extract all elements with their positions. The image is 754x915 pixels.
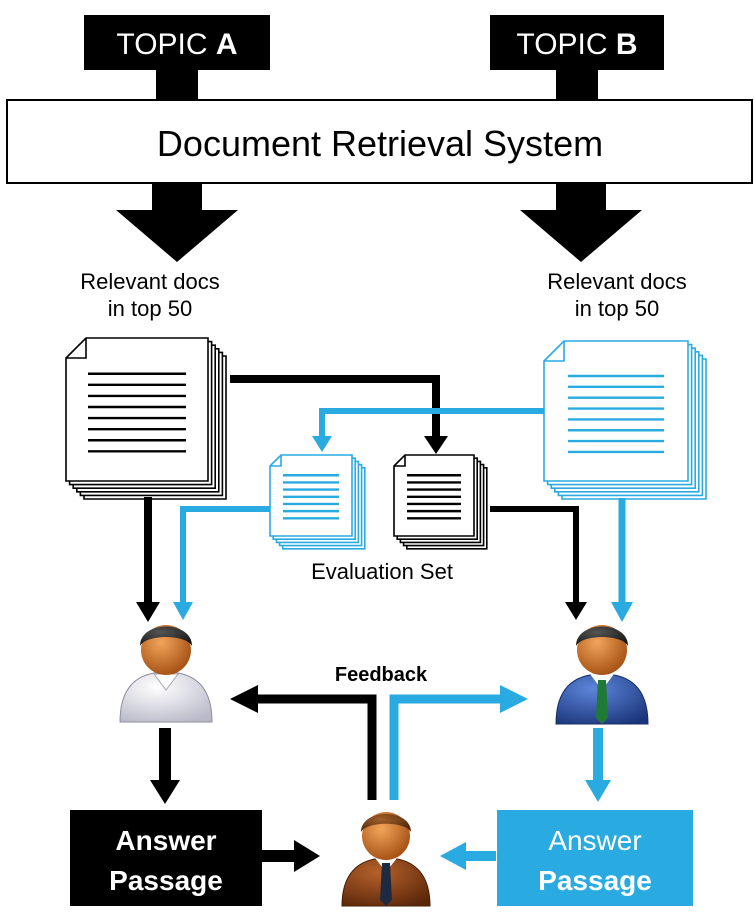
relevant-docs-a-label-line1: Relevant docs [80,269,219,294]
topic-a-connector [156,70,198,102]
system-output-arrow-a [116,183,238,262]
document-page [65,337,209,482]
answer-b-line1: Answer [548,825,641,856]
arrow-icon [230,375,448,454]
document-stack-icon [269,454,366,550]
evaluation-set-label: Evaluation Set [311,559,453,584]
arrow-icon [389,685,528,800]
arrow-icon [262,840,320,872]
arrow-icon [173,506,270,620]
topic-b-label: TOPIC B [516,28,637,61]
answer-a-line2: Passage [109,865,223,896]
person-icon [555,625,649,725]
arrow-icon [312,408,544,452]
relevant-docs-a-label-line2: in top 50 [108,296,192,321]
document-fold [270,455,282,467]
person-icon [341,812,431,907]
feedback-label: Feedback [335,664,428,686]
arrow-icon [150,728,180,804]
document-fold [544,341,565,362]
arrow-icon [136,497,160,622]
system-output-arrow-b [520,183,642,262]
answer-passage-a-box: Answer Passage [70,810,262,906]
document-page [269,454,353,537]
document-page [393,454,475,537]
retrieval-system-box: Document Retrieval System [6,99,753,184]
topic-b-box: TOPIC B [490,15,664,70]
retrieval-system-label: Document Retrieval System [157,123,603,164]
topic-a-label: TOPIC A [116,28,237,61]
arrow-icon [611,498,633,622]
relevant-docs-b-label-line2: in top 50 [575,296,659,321]
person-icon [119,625,213,723]
arrow-icon [440,842,496,870]
topic-b-connector [556,70,598,102]
topic-a-box: TOPIC A [84,15,270,70]
document-fold [66,338,87,359]
arrow-icon [230,685,377,800]
relevant-docs-b-label-line1: Relevant docs [547,269,686,294]
arrow-icon [490,506,587,620]
document-stack-icon [543,340,707,500]
arrow-icon [585,728,611,802]
document-stack-icon [65,337,227,500]
document-stack-icon [393,454,488,550]
answer-passage-b-box: Answer Passage [497,810,693,906]
document-fold [394,455,406,467]
answer-a-line1: Answer [115,825,216,856]
answer-b-line2: Passage [538,865,652,896]
document-page [543,340,689,482]
